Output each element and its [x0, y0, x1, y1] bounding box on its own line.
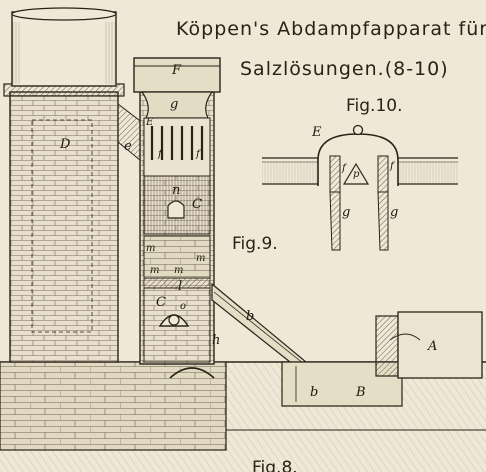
door-n — [167, 200, 185, 219]
furnace-wall — [375, 315, 399, 377]
label-m-2: m — [196, 253, 206, 264]
label-D: D — [60, 137, 71, 152]
plate-title-line2: Salzlösungen.(8-10) — [240, 58, 449, 80]
plate-title-subject: Salzlösungen. — [240, 58, 385, 80]
label-B: B — [356, 385, 366, 400]
label-b-lower: b — [310, 385, 319, 400]
label-e: e — [124, 139, 132, 154]
label-f-fig10-right: f — [390, 161, 394, 172]
foundation-masonry — [0, 361, 227, 451]
plate-title-ref: (8-10) — [384, 58, 449, 80]
plate-l — [143, 277, 211, 289]
label-m-3: m — [150, 265, 160, 276]
label-E-fig10: E — [312, 125, 322, 140]
fig8-caption: Fig.8. — [252, 458, 298, 472]
plate-title-line1: Köppen's Abdampfapparat für — [176, 18, 486, 40]
label-o: o — [180, 301, 187, 312]
label-m-4: m — [174, 265, 184, 276]
label-A: A — [428, 339, 438, 354]
pan-F — [133, 57, 221, 93]
chimney-top-shading — [11, 22, 115, 84]
foundation-arch — [169, 367, 215, 379]
label-h: h — [212, 333, 221, 348]
fig10-caption: Fig.10. — [346, 96, 403, 116]
label-g-fig10-left: g — [342, 205, 351, 220]
furnace-flame — [389, 333, 421, 341]
label-f-2: f — [196, 149, 200, 160]
channel-b — [211, 282, 308, 363]
chimney-opening — [11, 7, 117, 21]
label-C-upper: C — [192, 197, 202, 212]
pipe-chamber — [143, 117, 211, 177]
label-p: p — [353, 169, 360, 180]
pipe-row — [150, 126, 204, 160]
fig9-caption: Fig.9. — [232, 234, 278, 254]
label-b-upper: b — [246, 309, 255, 324]
opening-o — [168, 314, 180, 326]
grate-m — [143, 235, 211, 279]
label-f-1: f — [158, 149, 162, 160]
label-f-fig10-left: f — [342, 163, 346, 174]
fig10-detail — [262, 124, 458, 251]
label-F: F — [172, 63, 182, 78]
chimney-flue — [31, 119, 93, 333]
channel-b-inner — [213, 291, 305, 365]
label-m-1: m — [146, 243, 156, 254]
furnace-A — [397, 311, 483, 379]
label-l: l — [178, 279, 183, 294]
label-g-top: g — [170, 97, 179, 112]
label-n: n — [172, 183, 181, 198]
label-g-fig10-right: g — [390, 205, 399, 220]
label-C-lower: C — [156, 295, 166, 310]
chimney-top — [11, 11, 117, 87]
channel-B — [281, 361, 403, 407]
chimney-body — [9, 91, 119, 363]
label-E-main: E — [146, 117, 154, 128]
